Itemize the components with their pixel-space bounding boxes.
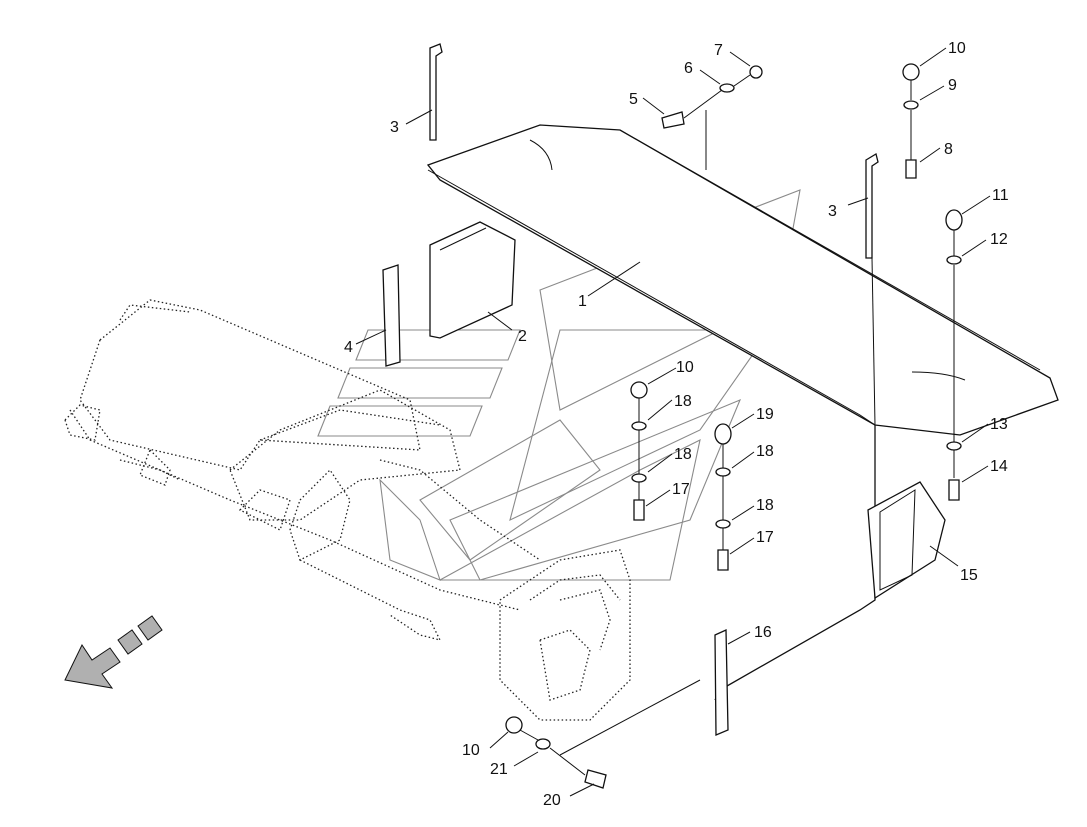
callout-10-mid: 10 <box>676 359 694 376</box>
bracket-part <box>382 264 401 367</box>
callout-20: 20 <box>543 792 561 809</box>
callout-7: 7 <box>714 42 723 59</box>
callout-2: 2 <box>518 328 527 345</box>
callout-leaders <box>355 47 991 797</box>
callout-11: 11 <box>992 187 1009 204</box>
callout-5: 5 <box>629 91 638 108</box>
eye-bolt-19 <box>714 423 732 445</box>
callout-18-c: 18 <box>756 443 774 460</box>
bolt-8 <box>905 159 917 179</box>
washer-12 <box>946 255 962 265</box>
washer-9 <box>903 100 919 110</box>
callout-18-b: 18 <box>674 446 692 463</box>
callout-12: 12 <box>990 231 1008 248</box>
callout-10-bottom: 10 <box>462 742 480 759</box>
lower-bracket-part <box>714 628 729 736</box>
callout-1: 1 <box>578 293 587 310</box>
washer-21 <box>535 738 551 750</box>
callout-6: 6 <box>684 60 693 77</box>
callout-16: 16 <box>754 624 772 641</box>
callout-18-d: 18 <box>756 497 774 514</box>
bolt-14 <box>948 479 960 501</box>
rod-part-left <box>429 43 443 141</box>
washer-18b <box>631 473 647 483</box>
nut-10-mid <box>630 381 648 399</box>
bolt-20 <box>584 769 607 789</box>
eye-bolt-11 <box>945 209 963 231</box>
callout-3-right: 3 <box>828 203 837 220</box>
plate-part <box>429 221 516 339</box>
callout-8: 8 <box>944 141 953 158</box>
callout-14: 14 <box>990 458 1008 475</box>
nut-7 <box>749 65 763 79</box>
nut-10-top <box>902 63 920 81</box>
callout-19: 19 <box>756 406 774 423</box>
bolt-5 <box>661 111 685 129</box>
bolt-17b <box>717 549 729 571</box>
callout-4: 4 <box>344 339 353 356</box>
main-cover-part <box>426 124 1059 701</box>
washer-13 <box>946 441 962 451</box>
washer-18a <box>631 421 647 431</box>
callout-3-left: 3 <box>390 119 399 136</box>
callout-labels: 3 3 4 1 2 5 6 7 8 9 10 11 12 13 14 15 16… <box>344 40 1009 809</box>
side-guard-part <box>867 481 946 600</box>
callout-17-a: 17 <box>672 481 690 498</box>
mower-frame-outline <box>64 299 631 721</box>
washer-18d <box>715 519 731 529</box>
callout-18-a: 18 <box>674 393 692 410</box>
travel-direction-arrow-icon <box>64 615 163 689</box>
washer-18c <box>715 467 731 477</box>
washer-6 <box>719 83 735 93</box>
callout-21: 21 <box>490 761 508 778</box>
callout-13: 13 <box>990 416 1008 433</box>
callout-10-top: 10 <box>948 40 966 57</box>
nut-10-bottom <box>505 716 523 734</box>
rod-part-right <box>865 152 879 259</box>
callout-17-b: 17 <box>756 529 774 546</box>
bolt-17a <box>633 499 645 521</box>
callout-9: 9 <box>948 77 957 94</box>
assembly-lines <box>519 74 955 776</box>
callout-15: 15 <box>960 567 978 584</box>
fasteners <box>505 63 963 789</box>
